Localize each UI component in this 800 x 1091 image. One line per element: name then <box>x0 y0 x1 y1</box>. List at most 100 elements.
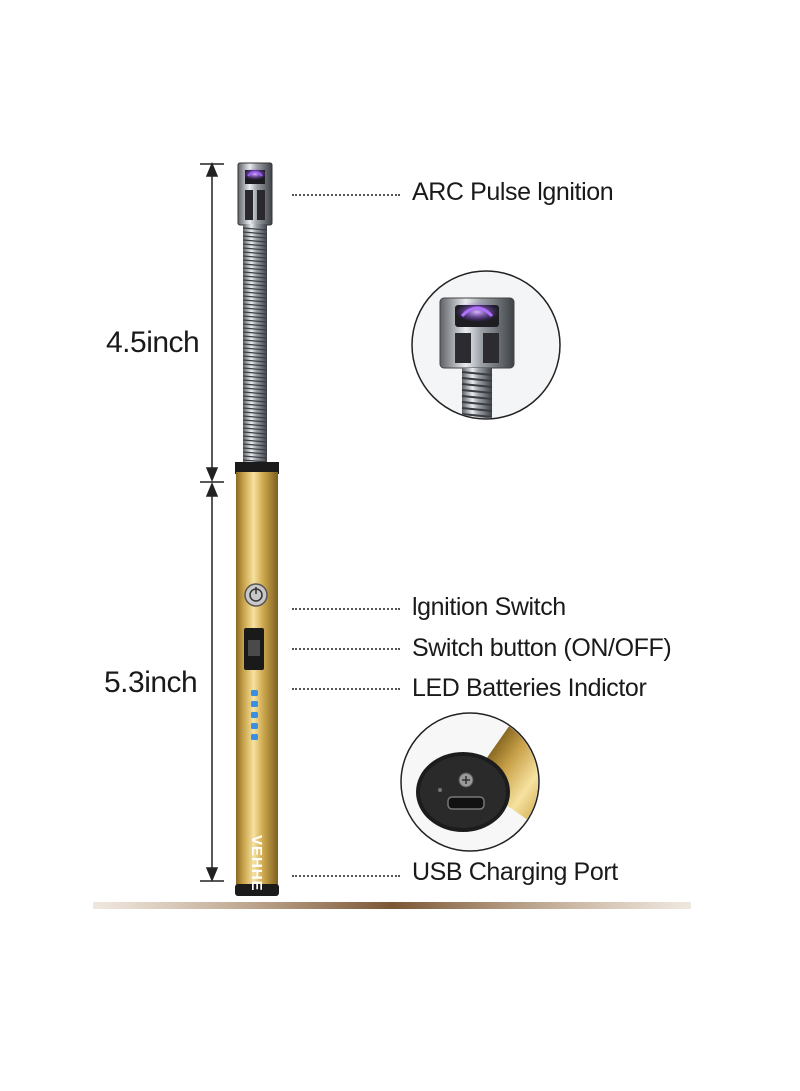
leader-ignition-switch <box>292 608 400 610</box>
zoom-coil <box>462 426 492 429</box>
neck-coil <box>242 351 268 355</box>
neck-coil <box>242 383 268 387</box>
lower-length-label: 5.3inch <box>104 666 198 699</box>
neck-coil <box>242 331 268 335</box>
led-battery-indicator <box>251 690 258 740</box>
neck-coil <box>242 375 268 379</box>
neck-coil <box>242 411 268 415</box>
zoom-coil <box>461 401 493 406</box>
leader-led <box>292 688 400 690</box>
neck-coil <box>242 255 268 259</box>
led-dot <box>251 690 258 696</box>
neck-coil <box>242 395 268 399</box>
neck-coil <box>242 283 268 287</box>
neck-coil <box>242 291 268 295</box>
zoom-coil <box>461 395 493 400</box>
neck-coil <box>242 239 268 243</box>
neck-coil <box>242 455 268 459</box>
neck-coil <box>242 427 268 431</box>
neck-coil <box>242 399 268 403</box>
zoom-coil <box>462 420 492 423</box>
callout-usb-port: USB Charging Port <box>412 858 618 886</box>
on-off-switch <box>244 628 264 670</box>
callout-arc-ignition: ARC Pulse lgnition <box>412 178 614 206</box>
neck-coil <box>242 235 268 239</box>
callout-led-indicator: LED Batteries Indictor <box>412 674 647 702</box>
led-dot <box>251 723 258 729</box>
neck-coil <box>242 343 268 347</box>
neck-coil <box>242 319 268 323</box>
upper-length-label: 4.5inch <box>106 326 200 359</box>
neck-coil <box>242 403 268 407</box>
leader-switch-button <box>292 648 400 650</box>
neck-coil <box>242 315 268 319</box>
ignition-head <box>237 162 273 226</box>
neck-coil <box>242 355 268 359</box>
neck-coil <box>242 435 268 439</box>
neck-coil <box>242 251 268 255</box>
led-dot <box>251 734 258 740</box>
dimension-arrow-upper <box>200 162 224 483</box>
zoom-coil <box>461 389 493 394</box>
neck-coil <box>242 259 268 263</box>
neck-coil <box>242 227 268 231</box>
dimension-arrow-lower <box>200 482 224 882</box>
leader-usb <box>292 875 400 877</box>
neck-coil <box>242 451 268 455</box>
neck-coil <box>242 443 268 447</box>
flexible-neck <box>242 224 268 464</box>
neck-coil <box>242 247 268 251</box>
neck-coil <box>242 431 268 435</box>
arc-detail-circle <box>411 270 561 429</box>
neck-coil <box>242 311 268 315</box>
neck-coil <box>242 243 268 247</box>
leader-arc <box>292 194 400 196</box>
neck-coil <box>242 231 268 235</box>
neck-coil <box>242 379 268 383</box>
zoom-coil <box>461 407 493 412</box>
neck-coil <box>242 327 268 331</box>
neck-coil <box>242 391 268 395</box>
neck-coil <box>242 423 268 427</box>
ignition-switch <box>244 583 268 607</box>
neck-coil <box>242 275 268 279</box>
neck-coil <box>242 415 268 419</box>
neck-coil <box>242 367 268 371</box>
neck-coil <box>242 299 268 303</box>
neck-coil <box>242 287 268 291</box>
neck-coil <box>242 335 268 339</box>
neck-coil <box>242 303 268 307</box>
neck-coil <box>242 447 268 451</box>
zoom-coil <box>461 413 493 418</box>
zoom-coil <box>461 371 493 376</box>
arc-spark <box>247 171 263 177</box>
neck-coil <box>242 271 268 275</box>
zoom-coil <box>461 383 493 388</box>
callout-switch-button: Switch button (ON/OFF) <box>412 634 672 662</box>
neck-coil <box>242 267 268 271</box>
led-dot <box>251 701 258 707</box>
neck-coil <box>242 419 268 423</box>
neck-coil <box>242 295 268 299</box>
neck-coil <box>242 407 268 411</box>
neck-coil <box>242 347 268 351</box>
lighter-body <box>235 462 279 896</box>
neck-coil <box>242 363 268 367</box>
usb-port <box>447 796 485 810</box>
zoom-coil <box>461 377 493 382</box>
neck-coil <box>242 359 268 363</box>
neck-coil <box>242 339 268 343</box>
neck-coil <box>242 323 268 327</box>
usb-detail-circle <box>400 712 540 852</box>
neck-coil <box>242 459 268 463</box>
neck-coil <box>242 307 268 311</box>
neck-coil <box>242 387 268 391</box>
neck-coil <box>242 263 268 267</box>
neck-coil <box>242 371 268 375</box>
neck-coil <box>242 279 268 283</box>
floor-shadow <box>93 902 691 909</box>
neck-coil <box>242 439 268 443</box>
brand-logo: VEHHE <box>248 835 265 892</box>
